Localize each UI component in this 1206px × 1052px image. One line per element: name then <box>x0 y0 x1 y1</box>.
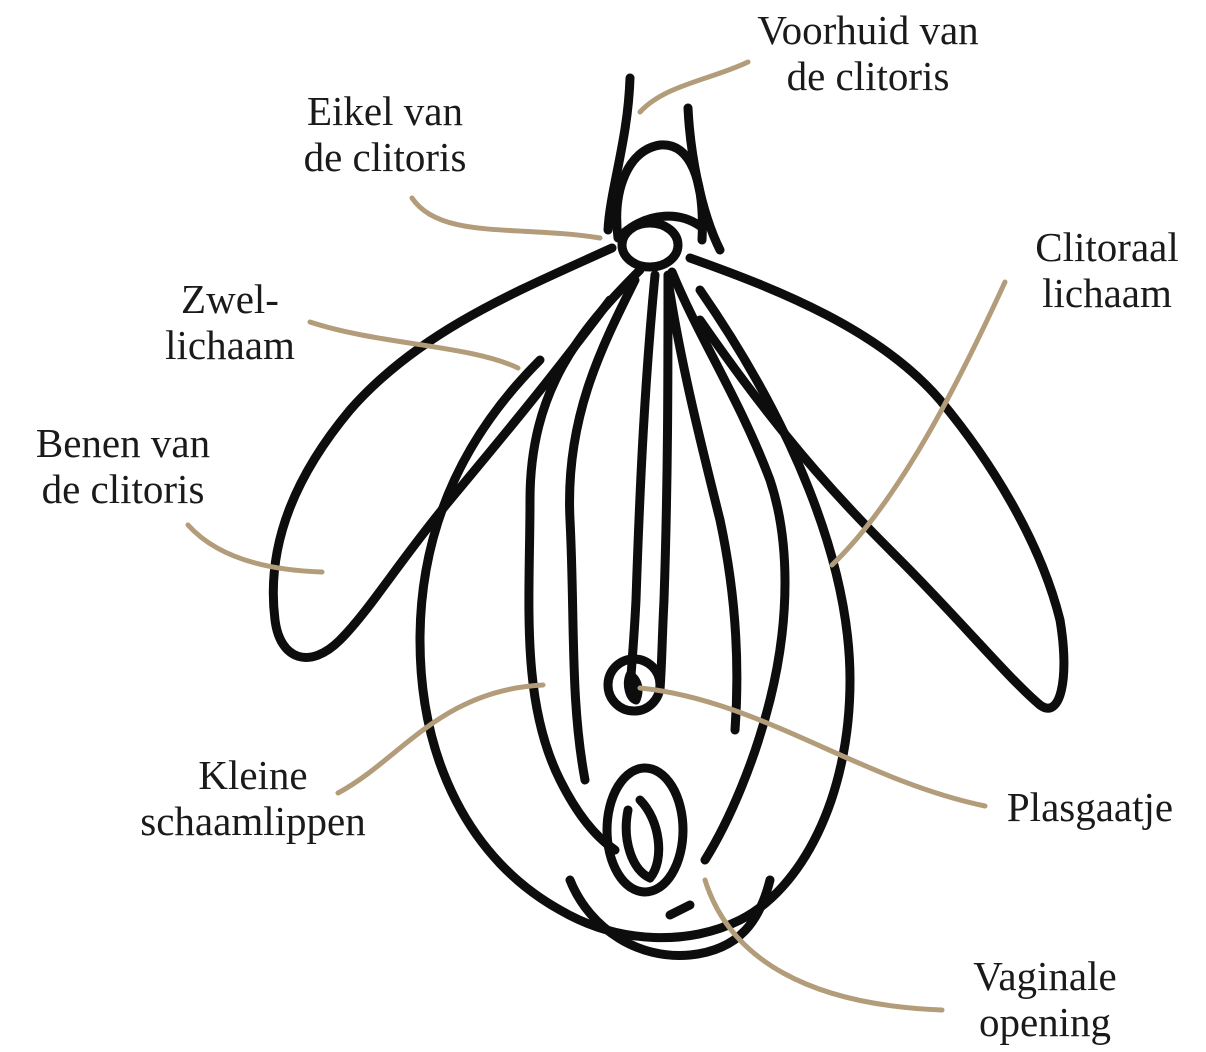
label-prepuce-line2: de clitoris <box>718 53 1018 99</box>
label-labia-minora-line1: Kleine <box>108 752 398 798</box>
label-bulb-line1: Zwel- <box>140 276 320 322</box>
label-glans-line2: de clitoris <box>275 134 495 180</box>
label-crura: Benen van de clitoris <box>8 420 238 512</box>
leader-glans <box>412 198 600 238</box>
right-crus-outline <box>690 258 1064 708</box>
label-bulb: Zwel- lichaam <box>140 276 320 368</box>
label-labia-minora-line2: schaamlippen <box>108 798 398 844</box>
leader-urethra <box>640 688 985 806</box>
label-vaginal-opening: Vaginale opening <box>940 953 1150 1045</box>
label-vaginal-opening-line2: opening <box>940 999 1150 1045</box>
leader-vaginal-opening <box>705 880 942 1010</box>
vaginal-opening-inner <box>626 800 658 878</box>
label-prepuce: Voorhuid van de clitoris <box>718 7 1018 99</box>
leader-bulb <box>310 322 518 368</box>
left-crus-outline <box>273 248 612 657</box>
label-clitoral-body-line2: lichaam <box>1012 270 1202 316</box>
label-prepuce-line1: Voorhuid van <box>718 7 1018 53</box>
vestibule-right <box>660 275 668 690</box>
label-urethra: Plasgaatje <box>985 784 1195 830</box>
vestibule-left <box>630 275 655 690</box>
label-vaginal-opening-line1: Vaginale <box>940 953 1150 999</box>
label-clitoral-body: Clitoraal lichaam <box>1012 224 1202 316</box>
labia-minora-right-inner <box>668 280 737 730</box>
label-crura-line1: Benen van <box>8 420 238 466</box>
label-labia-minora: Kleine schaamlippen <box>108 752 398 844</box>
label-bulb-line2: lichaam <box>140 322 320 368</box>
label-clitoral-body-line1: Clitoraal <box>1012 224 1202 270</box>
vaginal-lower-mark <box>670 905 690 915</box>
label-crura-line2: de clitoris <box>8 466 238 512</box>
label-glans-line1: Eikel van <box>275 88 495 134</box>
leader-crura <box>188 525 322 572</box>
label-glans: Eikel van de clitoris <box>275 88 495 180</box>
glans-node <box>622 223 678 267</box>
label-urethra-line1: Plasgaatje <box>985 784 1195 830</box>
